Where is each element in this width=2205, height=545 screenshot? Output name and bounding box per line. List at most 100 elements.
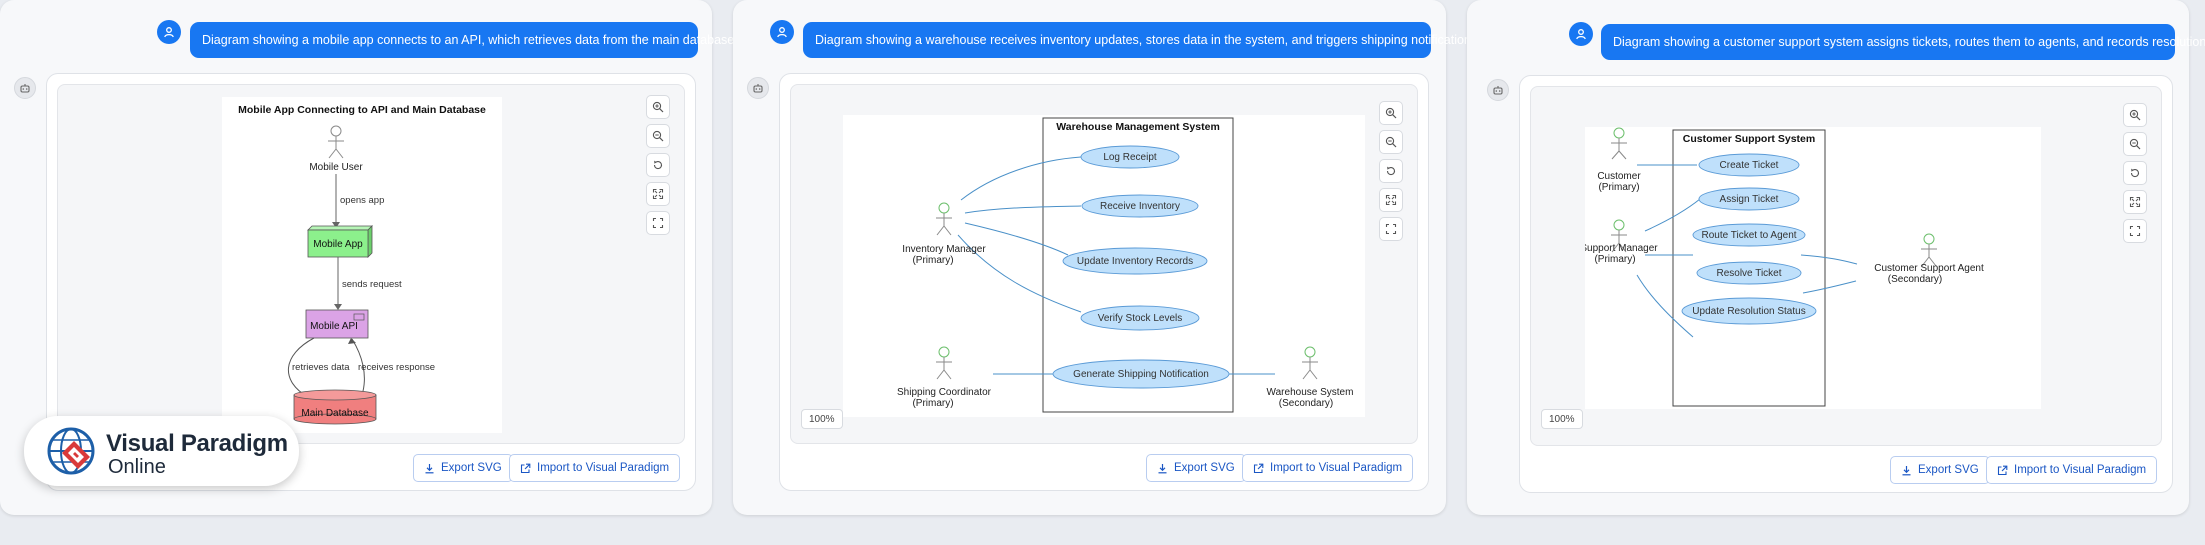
actor-mobile-user[interactable] bbox=[328, 125, 344, 159]
zoom-in-button[interactable] bbox=[646, 95, 670, 119]
export-svg-button[interactable]: Export SVG bbox=[1146, 454, 1246, 482]
usecase-label-generate-shipping-notification: Generate Shipping Notification bbox=[1073, 369, 1209, 380]
actor-label-warehouse-system: Warehouse System bbox=[1267, 387, 1354, 398]
actor-customer-support-agent[interactable] bbox=[1921, 233, 1937, 267]
zoom-in-button[interactable] bbox=[1379, 101, 1403, 125]
usecase-update-inventory-records[interactable] bbox=[1062, 247, 1208, 275]
node-mobile-api[interactable] bbox=[305, 309, 369, 339]
actor-role-warehouse-system: (Secondary) bbox=[1279, 398, 1333, 409]
actor-shipping-coordinator[interactable] bbox=[936, 346, 952, 380]
fit-button[interactable] bbox=[646, 182, 670, 206]
zoom-level-badge: 100% bbox=[801, 409, 843, 429]
download-icon bbox=[425, 463, 434, 473]
actor-label-customer-support-agent: Customer Support Agent bbox=[1874, 263, 1984, 274]
actor-label-mobile-user: Mobile User bbox=[309, 162, 363, 173]
reset-button[interactable] bbox=[2123, 161, 2147, 185]
bot-avatar bbox=[747, 77, 769, 99]
download-icon bbox=[1158, 463, 1167, 473]
actor-role-shipping-coordinator: (Primary) bbox=[912, 398, 953, 409]
bot-avatar bbox=[14, 77, 36, 99]
logo-subtitle: Online bbox=[108, 456, 166, 478]
zoom-out-icon bbox=[2129, 138, 2141, 150]
visual-paradigm-online-logo: Visual Paradigm Online bbox=[24, 416, 299, 486]
edge-label-receives-response: receives response bbox=[358, 362, 435, 373]
diagram-viewer: Customer Support System Create Ticket bbox=[1530, 86, 2162, 446]
zoom-out-icon bbox=[1385, 136, 1397, 148]
actor-label-support-manager: Support Manager bbox=[1585, 243, 1658, 254]
zoom-out-button[interactable] bbox=[1379, 130, 1403, 154]
edge-label-sends-request: sends request bbox=[342, 279, 402, 290]
actor-label-customer: Customer bbox=[1597, 171, 1641, 182]
actor-inventory-manager[interactable] bbox=[936, 202, 952, 236]
node-mobile-app[interactable] bbox=[307, 225, 373, 258]
diagram-canvas[interactable]: Customer Support System Create Ticket bbox=[1580, 127, 2041, 409]
usecase-assign-ticket[interactable] bbox=[1698, 187, 1800, 211]
association-lines bbox=[1636, 164, 1858, 338]
usecase-generate-shipping-notification[interactable] bbox=[1052, 359, 1230, 389]
actor-support-manager[interactable] bbox=[1611, 219, 1627, 253]
usecase-label-log-receipt: Log Receipt bbox=[1103, 152, 1157, 163]
import-to-vp-label: Import to Visual Paradigm bbox=[1270, 462, 1403, 474]
zoom-out-button[interactable] bbox=[2123, 132, 2147, 156]
import-to-vp-label: Import to Visual Paradigm bbox=[537, 462, 670, 474]
zoom-level-badge: 100% bbox=[1541, 409, 1583, 429]
edge-opens-app-arrow bbox=[332, 222, 340, 228]
usecase-create-ticket[interactable] bbox=[1698, 153, 1800, 177]
diagram-viewer: Mobile App Connecting to API and Main Da… bbox=[57, 84, 685, 444]
usecase-label-update-inventory-records: Update Inventory Records bbox=[1077, 256, 1193, 267]
edge-receives-response-arrow bbox=[348, 338, 356, 344]
import-to-vp-button[interactable]: Import to Visual Paradigm bbox=[1986, 456, 2158, 484]
node-main-database[interactable] bbox=[293, 389, 377, 425]
export-svg-button[interactable]: Export SVG bbox=[413, 454, 513, 482]
system-title: Customer Support System bbox=[1683, 133, 1815, 145]
user-icon bbox=[164, 27, 174, 38]
fit-button[interactable] bbox=[1379, 188, 1403, 212]
actor-role-customer-support-agent: (Secondary) bbox=[1888, 274, 1942, 285]
export-svg-label: Export SVG bbox=[441, 462, 502, 474]
user-prompt-bubble: Diagram showing a mobile app connects to… bbox=[190, 22, 738, 58]
usecase-label-verify-stock-levels: Verify Stock Levels bbox=[1098, 313, 1182, 324]
diagram-card: Warehouse Management System Log Receipt bbox=[779, 73, 1429, 491]
zoom-out-button[interactable] bbox=[646, 124, 670, 148]
fullscreen-button[interactable] bbox=[1379, 217, 1403, 241]
zoom-toolbar bbox=[1379, 101, 1403, 246]
diagram-canvas[interactable]: Warehouse Management System Log Receipt bbox=[843, 115, 1365, 417]
import-to-vp-button[interactable]: Import to Visual Paradigm bbox=[1242, 454, 1414, 482]
zoom-toolbar bbox=[646, 95, 670, 240]
fit-button[interactable] bbox=[2123, 190, 2147, 214]
bot-icon bbox=[753, 84, 763, 93]
diagram-canvas[interactable]: Mobile App Connecting to API and Main Da… bbox=[222, 97, 502, 433]
fullscreen-icon bbox=[652, 217, 664, 229]
usecase-resolve-ticket[interactable] bbox=[1696, 261, 1802, 285]
chat-panel-2: Diagram showing a warehouse receives inv… bbox=[733, 0, 1481, 515]
usecase-log-receipt[interactable] bbox=[1080, 145, 1180, 169]
usecase-label-receive-inventory: Receive Inventory bbox=[1100, 201, 1180, 212]
user-icon bbox=[777, 27, 787, 38]
fullscreen-button[interactable] bbox=[646, 211, 670, 235]
reset-button[interactable] bbox=[1379, 159, 1403, 183]
reset-icon bbox=[1386, 166, 1396, 176]
user-avatar bbox=[157, 20, 181, 44]
actor-role-inventory-manager: (Primary) bbox=[912, 255, 953, 266]
usecase-update-resolution-status[interactable] bbox=[1681, 297, 1817, 325]
user-prompt-bubble: Diagram showing a customer support syste… bbox=[1601, 24, 2205, 60]
node-label-main-database: Main Database bbox=[301, 408, 369, 419]
logo-title: Visual Paradigm bbox=[106, 430, 288, 457]
fullscreen-button[interactable] bbox=[2123, 219, 2147, 243]
usecase-receive-inventory[interactable] bbox=[1081, 194, 1199, 218]
user-icon bbox=[1576, 29, 1586, 40]
fullscreen-icon bbox=[2129, 225, 2141, 237]
fit-icon bbox=[1385, 194, 1397, 206]
actor-customer[interactable] bbox=[1611, 127, 1627, 160]
zoom-in-icon bbox=[652, 101, 664, 113]
usecase-verify-stock-levels[interactable] bbox=[1080, 305, 1200, 331]
export-svg-button[interactable]: Export SVG bbox=[1890, 456, 1990, 484]
reset-button[interactable] bbox=[646, 153, 670, 177]
import-to-vp-button[interactable]: Import to Visual Paradigm bbox=[509, 454, 681, 482]
bot-avatar bbox=[1487, 79, 1509, 101]
zoom-in-button[interactable] bbox=[2123, 103, 2147, 127]
usecase-route-ticket-to-agent[interactable] bbox=[1692, 223, 1806, 247]
usecase-label-assign-ticket: Assign Ticket bbox=[1720, 194, 1779, 205]
actor-label-shipping-coordinator: Shipping Coordinator bbox=[897, 387, 992, 398]
actor-warehouse-system[interactable] bbox=[1302, 346, 1318, 380]
